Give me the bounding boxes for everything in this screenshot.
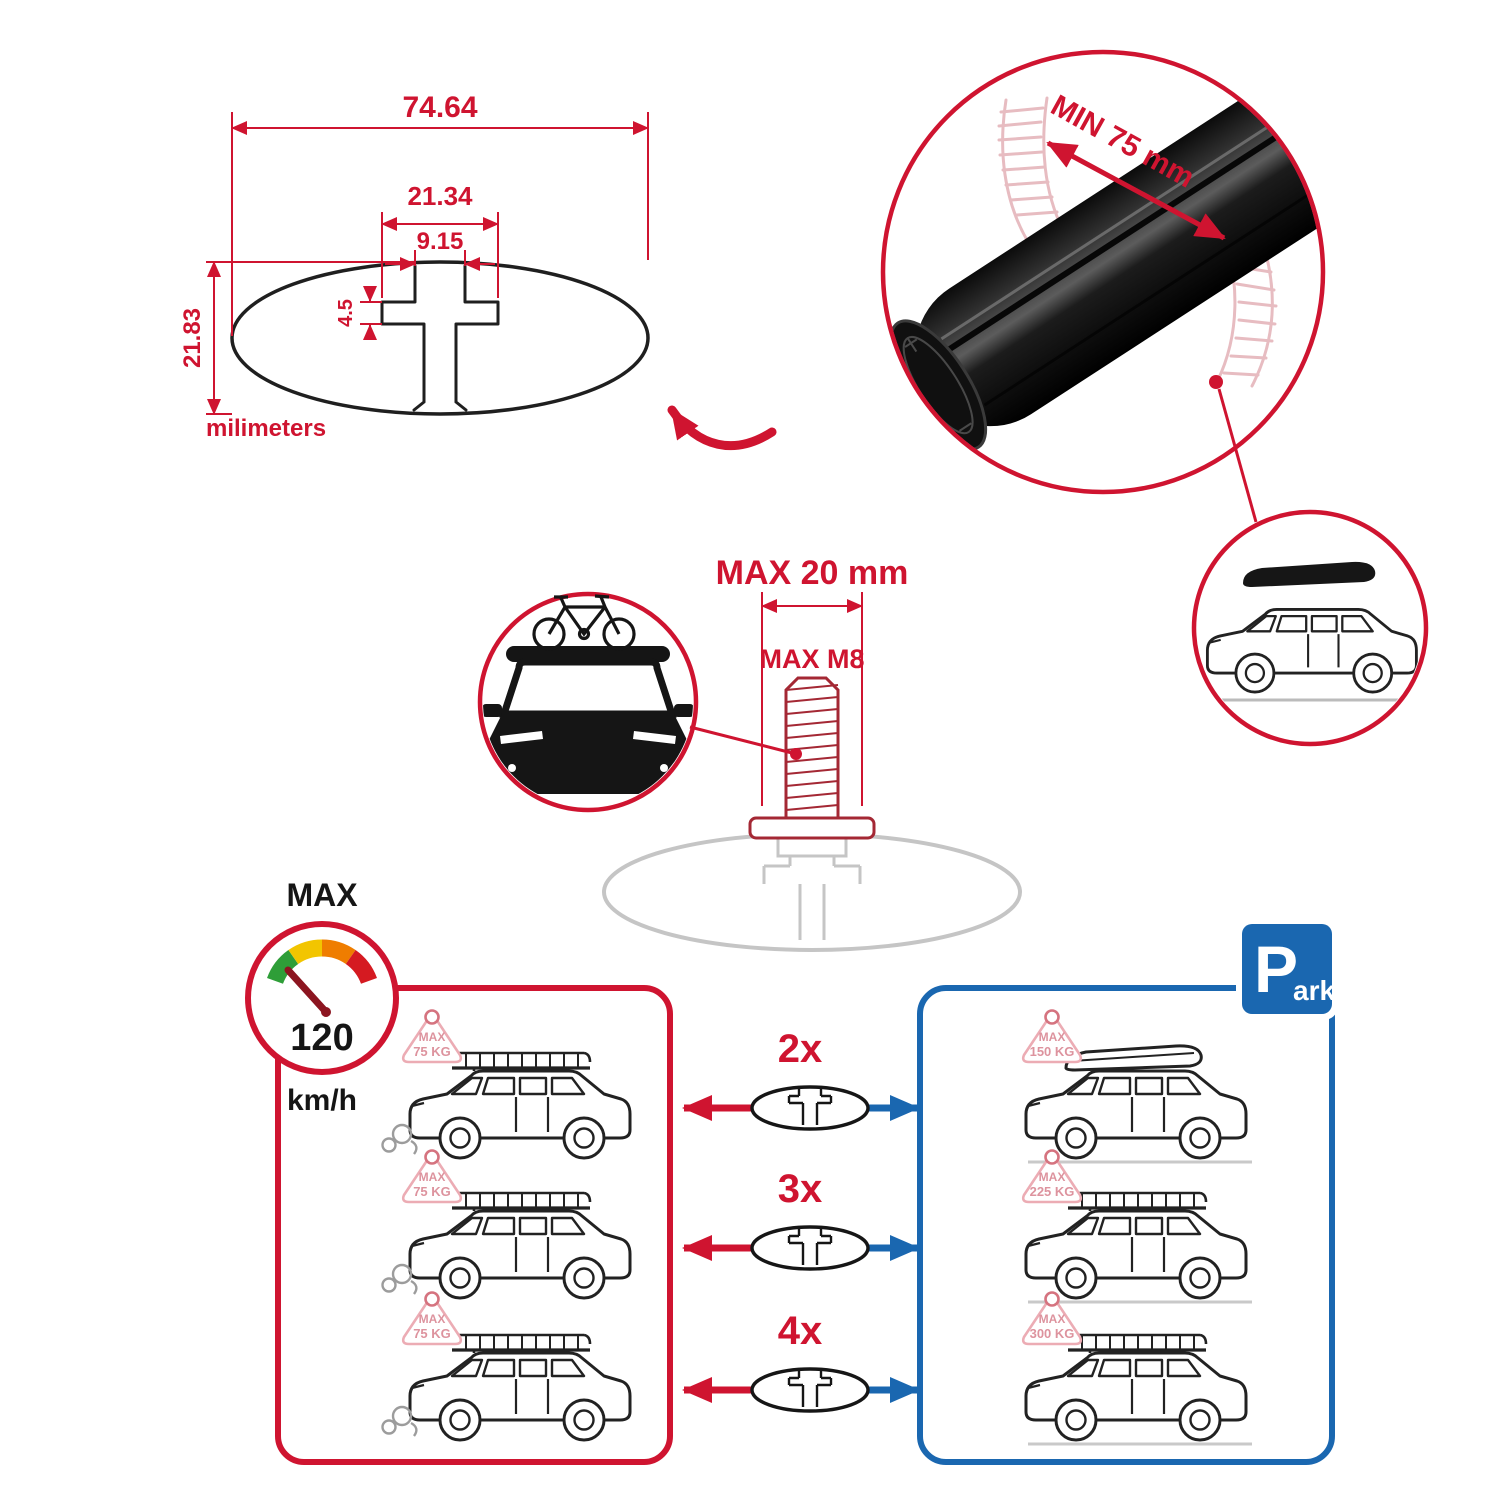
parking-car-1: MAX 150 KG: [1021, 1009, 1252, 1164]
badge-max-label: MAX: [1039, 1170, 1066, 1184]
callout-line: [1217, 388, 1258, 523]
dim-ext-total-width: [231, 112, 649, 336]
badge-max-label: MAX: [419, 1170, 446, 1184]
load-badge: MAX 150 KG: [1021, 1009, 1083, 1064]
bar-profile-icon: [750, 1367, 870, 1413]
bar-count-label: 2x: [778, 1027, 823, 1071]
bar-count-row-3: 4x: [682, 1309, 920, 1413]
driving-car-2: MAX 75 KG: [381, 1149, 632, 1300]
bolt-icon: [748, 676, 876, 840]
dim-ext-slot-depth: [360, 301, 382, 325]
bar-count-row-1: 2x: [682, 1027, 920, 1131]
mirror-right: [674, 704, 693, 717]
badge-value: 300 KG: [1030, 1326, 1075, 1341]
headlights: [500, 731, 676, 744]
car-front-circle: [477, 591, 802, 813]
badge-max-label: MAX: [419, 1030, 446, 1044]
profile-t-slot: [380, 264, 500, 412]
dim-slot-depth-label: 4.5: [335, 299, 357, 327]
max-width-label: MAX 20 mm: [716, 554, 909, 592]
windshield: [499, 658, 677, 718]
dim-ext-bolt: [761, 592, 863, 806]
badge-value: 75 KG: [413, 1184, 451, 1199]
dim-total-width-label: 74.64: [402, 91, 477, 124]
detail-circle-border: [880, 49, 1326, 495]
units-label: milimeters: [206, 415, 326, 442]
parking-car-2: MAX 225 KG: [1021, 1149, 1252, 1304]
bar-count-label: 4x: [778, 1309, 823, 1353]
profile-ellipse: [230, 260, 650, 416]
load-badge: MAX 225 KG: [1021, 1149, 1083, 1204]
profile-dimension-diagram: 74.64 21.34 9.15 4.5 21.83 milimeters: [179, 91, 650, 442]
t-nut: [776, 836, 848, 858]
bar-count-label: 3x: [778, 1167, 823, 1211]
speed-value: 120: [290, 1017, 353, 1059]
dim-slot-inner-label: 9.15: [417, 228, 464, 255]
roofbox-icon: [1243, 561, 1376, 587]
mirror-left: [483, 704, 502, 717]
load-badge: MAX 300 KG: [1021, 1291, 1083, 1346]
bicycle-icon: [532, 594, 636, 651]
badge-value: 150 KG: [1030, 1044, 1075, 1059]
speedometer: MAX 120 km/h: [245, 877, 399, 1117]
bar-count-row-2: 3x: [682, 1167, 920, 1271]
max-thread-label: MAX M8: [759, 644, 864, 674]
load-badge: MAX 75 KG: [401, 1149, 463, 1204]
parking-car-3: MAX 300 KG: [1021, 1291, 1252, 1446]
driving-car-3: MAX 75 KG: [381, 1291, 632, 1442]
speed-units: km/h: [287, 1084, 357, 1117]
dim-slot-outer-label: 21.34: [407, 181, 473, 211]
badge-max-label: MAX: [1039, 1312, 1066, 1326]
min-span-arrow: [1046, 140, 1226, 241]
driving-car-1: MAX 75 KG: [381, 1009, 632, 1160]
bar-profile-icon: [750, 1225, 870, 1271]
suv-roofbox-circle: [1191, 509, 1429, 747]
load-badge: MAX 75 KG: [401, 1009, 463, 1064]
load-badge: MAX 75 KG: [401, 1291, 463, 1346]
speedometer-needle: [284, 966, 330, 1016]
bar-profile-icon: [750, 1085, 870, 1131]
badge-max-label: MAX: [1039, 1030, 1066, 1044]
callout-dot: [790, 748, 802, 760]
park-sign-p: P: [1254, 932, 1298, 1006]
badge-max-label: MAX: [419, 1312, 446, 1326]
pointer-arrow-to-diagram: [667, 405, 777, 450]
park-sign: P ark: [1236, 918, 1338, 1020]
dim-ref-total-height: [206, 261, 415, 415]
crossbar-detail-circle: MIN 75 mm: [880, 49, 1326, 523]
park-sign-ark: ark: [1293, 975, 1335, 1006]
dim-total-height-label: 21.83: [179, 308, 206, 368]
callout-dot: [1209, 375, 1223, 389]
speed-max-label: MAX: [286, 877, 358, 913]
bolt-diagram: MAX 20 mm MAX M8: [602, 554, 1022, 952]
badge-value: 75 KG: [413, 1326, 451, 1341]
callout-line: [689, 725, 797, 756]
badge-value: 225 KG: [1030, 1184, 1075, 1199]
badge-value: 75 KG: [413, 1044, 451, 1059]
